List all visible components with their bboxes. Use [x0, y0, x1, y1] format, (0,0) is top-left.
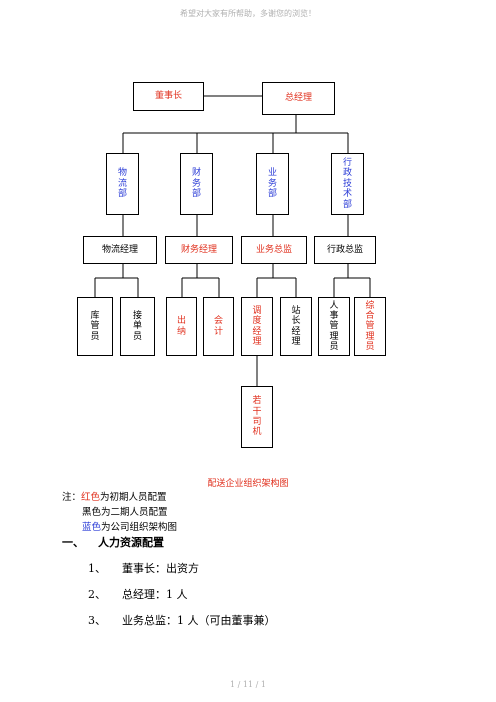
general-manager-box: 总经理: [262, 82, 335, 115]
note-prefix: 注：: [62, 492, 82, 503]
manager-finance: 财务经理: [165, 236, 233, 264]
section-heading: 一、 人力资源配置: [62, 534, 164, 550]
list-item-number: 2、: [88, 588, 106, 601]
dept-business: 业务部: [256, 153, 289, 215]
list-item: 1、 董事长：出资方: [88, 560, 199, 576]
staff-order-receiver: 接单员: [120, 297, 155, 356]
manager-logistics: 物流经理: [83, 236, 157, 264]
staff-hr-administrator: 人事管理员: [318, 297, 350, 356]
staff-drivers: 若干司机: [241, 386, 273, 448]
staff-accountant: 会计: [203, 297, 234, 356]
staff-station-manager: 站长经理: [280, 297, 312, 356]
note-red-word: 红色: [81, 492, 101, 503]
list-item: 3、 业务总监：1 人（可由董事兼）: [88, 612, 276, 628]
page-footer: 1 / 11 / 1: [230, 680, 266, 689]
note-line-blue: 蓝色为公司组织架构图: [62, 520, 177, 535]
section-number: 一、: [62, 536, 84, 549]
note-line-red: 注：红色为初期人员配置: [62, 490, 177, 505]
note-blue-word: 蓝色: [82, 522, 102, 533]
list-item-text: 业务总监：1 人（可由董事兼）: [122, 614, 276, 627]
list-item-text: 总经理：1 人: [122, 588, 188, 601]
page-header: 希望对大家有所帮助，多谢您的浏览！: [180, 9, 316, 18]
staff-dispatch-manager: 调度经理: [241, 297, 273, 356]
list-item-text: 董事长：出资方: [122, 562, 199, 575]
staff-warehouse: 库管员: [77, 297, 113, 356]
note-blue-rest: 为公司组织架构图: [101, 522, 178, 533]
chairman-box: 董事长: [133, 82, 204, 111]
dept-admin-tech: 行政技术部: [331, 153, 364, 215]
dept-logistics: 物流部: [106, 153, 139, 215]
section-title: 人力资源配置: [98, 536, 164, 549]
color-legend-note: 注：红色为初期人员配置 黑色为二期人员配置 蓝色为公司组织架构图: [62, 490, 177, 535]
note-line-black: 黑色为二期人员配置: [82, 507, 168, 518]
note-red-rest: 为初期人员配置: [100, 492, 167, 503]
manager-admin: 行政总监: [314, 236, 376, 264]
chart-caption: 配送企业组织架构图: [207, 479, 289, 489]
staff-general-administrator: 综合管理员: [354, 297, 386, 356]
dept-finance: 财务部: [180, 153, 213, 215]
staff-cashier: 出纳: [166, 297, 197, 356]
list-item: 2、 总经理：1 人: [88, 586, 188, 602]
list-item-number: 3、: [88, 614, 106, 627]
manager-business: 业务总监: [241, 236, 307, 264]
list-item-number: 1、: [88, 562, 106, 575]
